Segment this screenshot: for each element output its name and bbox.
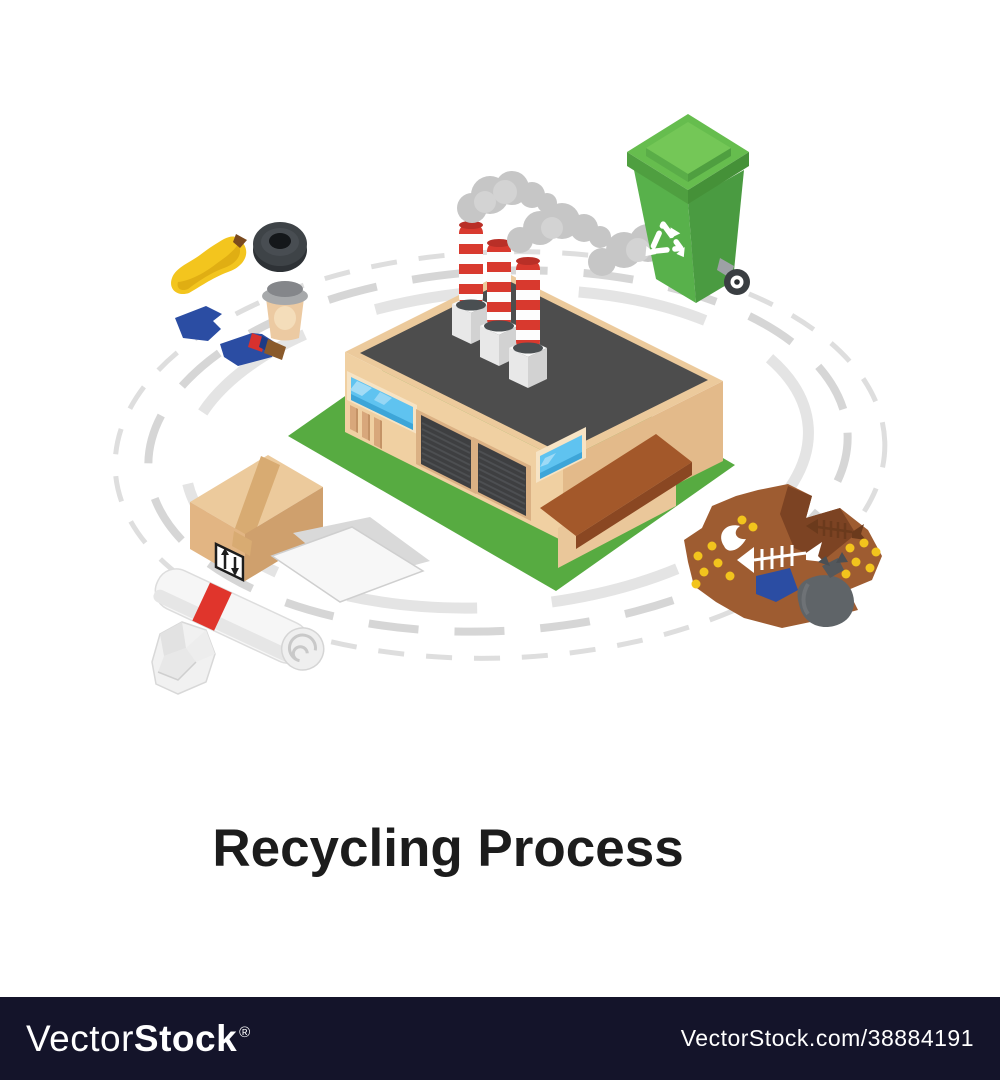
- garage-door-icon: [473, 437, 531, 521]
- bin-wheel: [717, 258, 750, 295]
- banana-peel-icon: [171, 234, 247, 295]
- watermark-brand-light: Vector: [26, 1017, 134, 1059]
- fish-skeleton-icon: [806, 519, 866, 540]
- chimney-icon: [456, 221, 486, 311]
- broken-bottle-icon: [175, 306, 286, 366]
- recycle-symbol-icon: [645, 221, 685, 258]
- tire-icon: [253, 222, 307, 272]
- factory-window-strip: [347, 371, 417, 434]
- chimney-icon: [484, 239, 514, 332]
- crumpled-paper-icon: [151, 621, 216, 695]
- recycle-bin-icon: [627, 114, 750, 303]
- factory-pillars: [350, 405, 382, 449]
- paper-sheets-icon: [270, 517, 430, 603]
- chimney-bases: [452, 295, 547, 388]
- watermark-bar: VectorStock® VectorStock.com/38884191: [0, 997, 1000, 1080]
- illustration-stage: [112, 114, 888, 695]
- fish-skeleton-icon: [737, 542, 824, 573]
- food-scraps-dots: [691, 515, 881, 589]
- trash-bag-icon: [797, 552, 854, 628]
- page-title: Recycling Process: [212, 819, 684, 878]
- watermark-logo: VectorStock®: [26, 1018, 251, 1060]
- smoke-cloud-icon: [457, 171, 557, 223]
- chimney-icon: [513, 257, 543, 354]
- watermark-brand-bold: Stock: [133, 1017, 238, 1059]
- garage-door-icon: [416, 409, 476, 494]
- shipping-label-icon: [214, 542, 245, 582]
- recycling-illustration: [112, 114, 888, 695]
- smoke-cloud-icon: [507, 203, 611, 253]
- paper-roll-icon: [153, 568, 325, 671]
- registered-mark-icon: ®: [239, 1023, 251, 1041]
- watermark-credit: VectorStock.com/38884191: [680, 1025, 974, 1051]
- loading-dock: [540, 434, 692, 568]
- factory-side-window: [536, 427, 586, 483]
- coffee-cup-icon: [262, 281, 308, 341]
- garbage-pile-icon: [684, 484, 882, 628]
- cardboard-box-icon: [190, 455, 323, 582]
